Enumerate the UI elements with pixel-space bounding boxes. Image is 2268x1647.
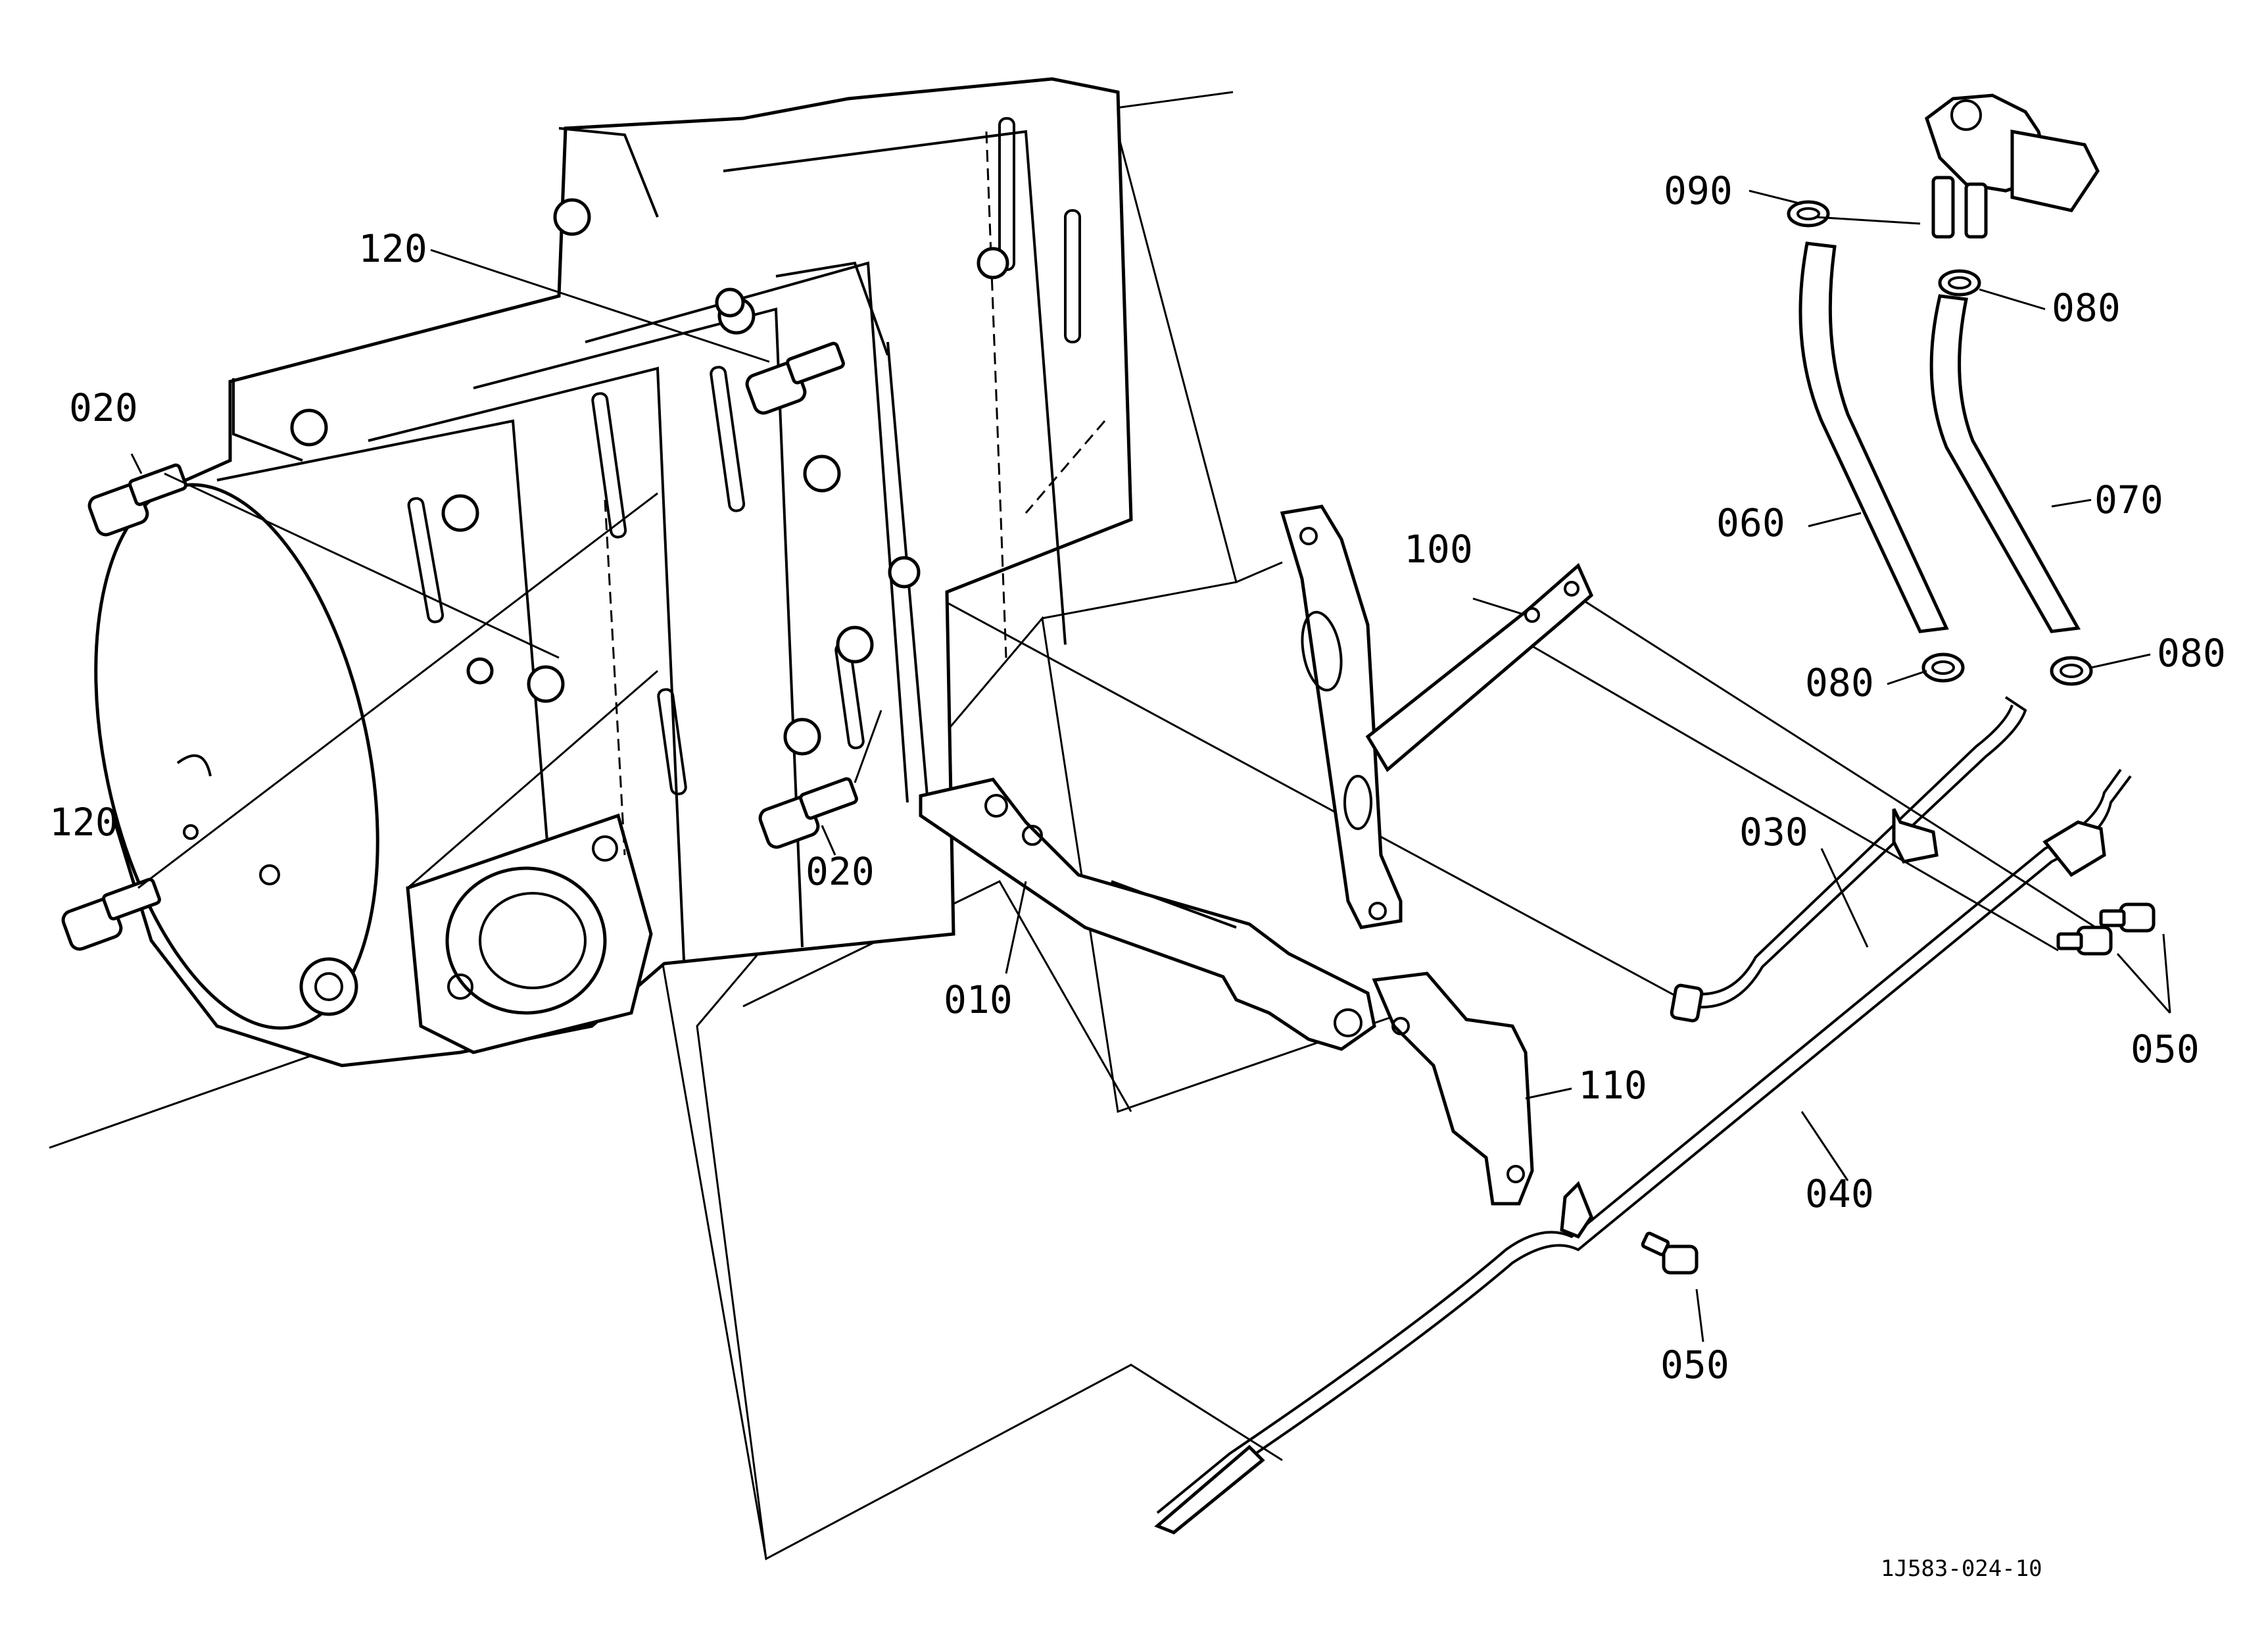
bolt-120-lower xyxy=(61,877,161,951)
bracket-010 xyxy=(919,777,1376,1051)
clip-080-mid-right xyxy=(2050,656,2093,686)
callout-080-upper: 080 xyxy=(2052,285,2121,330)
bolt-020-center-axis xyxy=(854,710,882,783)
callout-030: 030 xyxy=(1739,810,1808,854)
bolt-120-upper xyxy=(745,341,845,415)
bracket-110 xyxy=(1372,971,1534,1206)
bolt-020-center xyxy=(758,777,858,849)
pressure-sensor xyxy=(1925,93,2100,239)
callout-010: 010 xyxy=(944,977,1013,1022)
bolt-020-left xyxy=(87,463,187,537)
callout-120-upper: 120 xyxy=(358,226,427,271)
hose-070 xyxy=(1929,294,2081,633)
dpf-converter-assembly xyxy=(94,77,1133,1068)
callout-020-left: 020 xyxy=(69,385,138,430)
bracket-100 xyxy=(1280,504,1594,929)
bolt-050-b xyxy=(2056,925,2113,956)
callout-100: 100 xyxy=(1404,527,1473,572)
assembly-reference-lines xyxy=(49,91,2102,1561)
clip-080-upper xyxy=(1938,269,1981,297)
clip-080-mid-left xyxy=(1921,652,1965,683)
callout-060: 060 xyxy=(1716,501,1785,545)
callout-050-bottom: 050 xyxy=(1660,1342,1729,1387)
bolt-050-a xyxy=(2099,902,2156,933)
drawing-id: 1J583-024-10 xyxy=(1881,1556,2042,1582)
bolt-050-c xyxy=(1641,1231,1699,1275)
callout-090: 090 xyxy=(1664,168,1733,213)
callout-020-center: 020 xyxy=(806,849,875,894)
callout-120-lower: 120 xyxy=(49,800,118,845)
hose-060 xyxy=(1798,241,1949,633)
pipe-030 xyxy=(1670,696,2027,1023)
clip-090 xyxy=(1787,200,1830,228)
callout-050-right: 050 xyxy=(2131,1027,2200,1071)
callout-080-mid-left: 080 xyxy=(1805,660,1874,705)
bolt-120-lower-axis xyxy=(137,492,658,889)
callout-080-mid-right: 080 xyxy=(2157,631,2226,676)
callout-labels: 120 020 120 020 010 100 110 030 040 050 … xyxy=(49,168,2226,1582)
callout-040: 040 xyxy=(1805,1171,1874,1216)
bolt-020-left-axis xyxy=(164,472,560,659)
callout-110: 110 xyxy=(1578,1063,1647,1108)
callout-070: 070 xyxy=(2094,478,2163,522)
body-slots xyxy=(407,117,1081,796)
pipe-040 xyxy=(1154,768,2132,1535)
leader-lines xyxy=(130,189,2171,1342)
body-bolts xyxy=(290,198,1009,756)
